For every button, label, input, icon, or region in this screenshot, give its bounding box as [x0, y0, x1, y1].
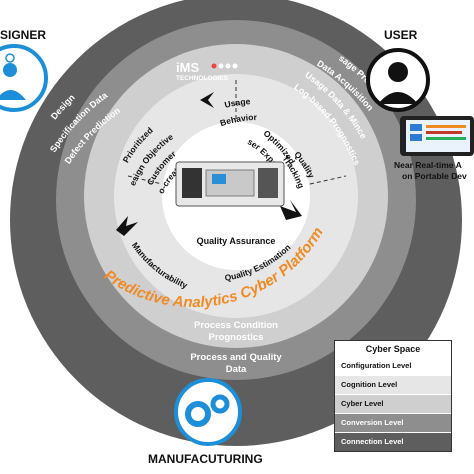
legend-row: Configuration Level: [335, 356, 451, 375]
legend-row: Cognition Level: [335, 375, 451, 394]
legend-row: Conversion Level: [335, 413, 451, 432]
svg-text:iMS: iMS: [176, 60, 199, 75]
portable-device-icon: [400, 116, 474, 156]
device-caption: Near Real-time A on Portable Dev: [394, 160, 467, 181]
svg-text:TECHNOLOGIES: TECHNOLOGIES: [176, 75, 229, 82]
divider-right: [309, 175, 347, 185]
data-label: Data: [226, 364, 247, 375]
usage-label: Usage: [223, 96, 250, 110]
manufacturing-label: MANUFACUTURING: [148, 452, 263, 466]
process-condition-label: Process Condition: [194, 320, 278, 331]
prognostics-label: Prognostics: [209, 332, 264, 343]
arrow-left: [116, 216, 138, 236]
process-quality-label: Process and Quality: [190, 352, 282, 363]
legend-row: Cyber Level: [335, 394, 451, 413]
machine-icon: [175, 161, 285, 207]
designer-icon: [0, 44, 48, 112]
user-icon: [366, 48, 430, 112]
legend-title: Cyber Space: [365, 344, 421, 354]
ims-logo: iMS TECHNOLOGIES: [176, 60, 238, 82]
manufacturing-gear-icon: [174, 378, 242, 446]
legend-row: Connection Level: [335, 432, 451, 451]
arrow-right: [280, 200, 302, 220]
user-label: USER: [384, 28, 418, 42]
quality-assurance-label: Quality Assurance: [197, 236, 276, 246]
arrow-top: [200, 92, 214, 108]
designer-label: SIGNER: [0, 28, 47, 42]
divider-left: [127, 175, 163, 185]
